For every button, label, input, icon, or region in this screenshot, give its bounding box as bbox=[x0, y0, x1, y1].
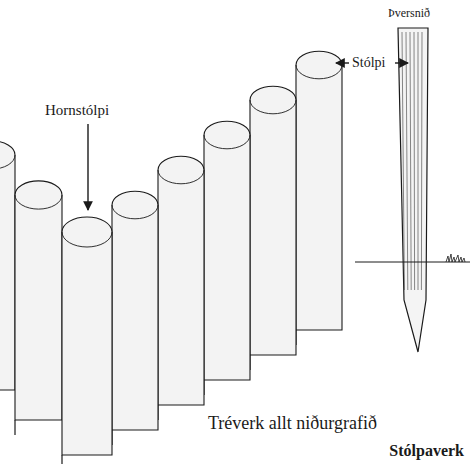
note-label: Tréverk allt niðurgrafið bbox=[208, 414, 377, 434]
grass-tuft bbox=[446, 254, 465, 262]
leader-arrow bbox=[336, 62, 349, 63]
wood-grain bbox=[418, 32, 419, 290]
post-cap bbox=[0, 155, 15, 169]
wood-grain bbox=[414, 32, 416, 290]
cross-section-post bbox=[355, 28, 470, 352]
buried-edge bbox=[14, 420, 15, 435]
palisade-posts bbox=[0, 51, 342, 464]
post bbox=[15, 181, 62, 420]
post bbox=[296, 51, 342, 330]
leader-arrow bbox=[395, 62, 408, 63]
buried-edge bbox=[61, 455, 62, 464]
post bbox=[204, 121, 250, 380]
part-label: Stólpi bbox=[352, 55, 385, 70]
wood-grain bbox=[410, 32, 411, 290]
wood-grain bbox=[402, 32, 404, 290]
wood-grain bbox=[406, 32, 408, 290]
post bbox=[112, 191, 158, 430]
post-cap bbox=[250, 100, 296, 114]
post-cap bbox=[112, 205, 158, 219]
post-cap bbox=[62, 232, 112, 247]
post bbox=[62, 217, 112, 455]
post-cap bbox=[15, 195, 62, 209]
post-cap bbox=[204, 135, 250, 149]
ground-line bbox=[355, 262, 470, 263]
post-cap bbox=[158, 170, 204, 184]
post-cap bbox=[296, 65, 342, 79]
figure-caption: Stólpaverk bbox=[389, 442, 464, 460]
post bbox=[250, 86, 296, 355]
wood-grain bbox=[421, 32, 423, 290]
post bbox=[0, 141, 15, 390]
leader-arrow bbox=[87, 124, 88, 210]
post bbox=[158, 156, 204, 405]
part-label: Hornstólpi bbox=[45, 102, 109, 119]
part-label: Þversnið bbox=[388, 7, 430, 20]
